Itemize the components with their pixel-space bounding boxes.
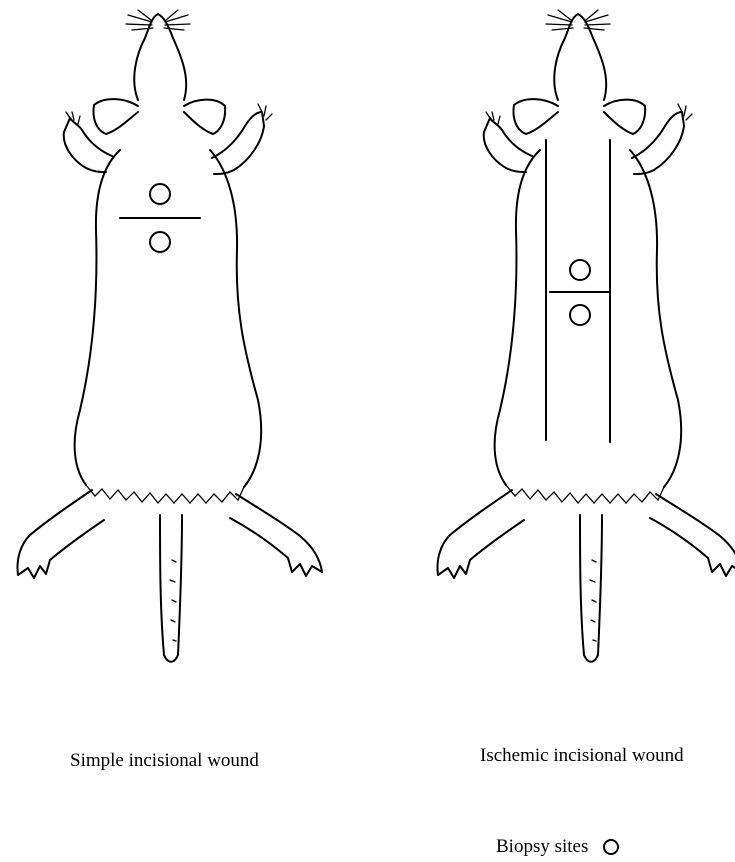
biopsy-site-upper (570, 260, 590, 280)
caption-simple-incisional-wound: Simple incisional wound (70, 750, 259, 772)
circle-outline-icon (602, 838, 620, 856)
biopsy-site-lower (570, 305, 590, 325)
rat-simple-wound (18, 10, 323, 662)
biopsy-site-lower (150, 232, 170, 252)
legend-label: Biopsy sites (496, 836, 588, 858)
biopsy-site-upper (150, 184, 170, 204)
rat-ischemic-wound (438, 10, 735, 662)
caption-ischemic-incisional-wound: Ischemic incisional wound (480, 745, 684, 767)
